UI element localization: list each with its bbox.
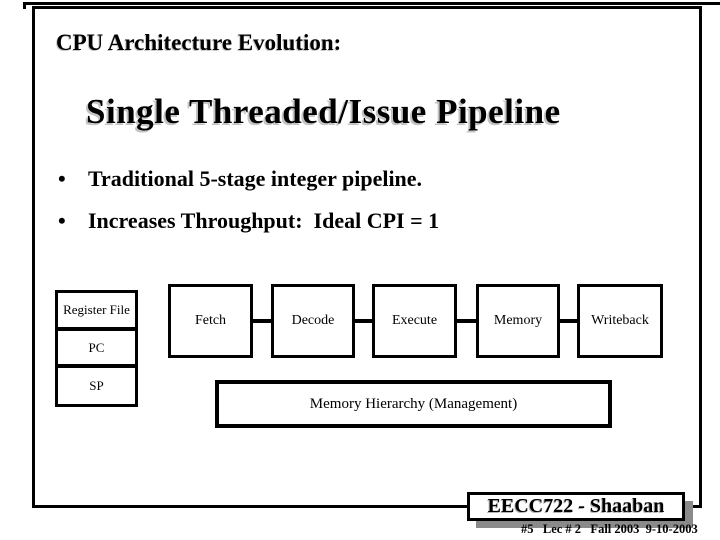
register-file-box: Register File [55,290,138,330]
page-title: Single Threaded/Issue Pipeline [86,92,561,131]
stage-box-execute: Execute [372,284,457,358]
bullet-list: • Traditional 5-stage integer pipeline. … [58,166,439,250]
stage-box-writeback: Writeback [577,284,663,358]
slide-header: CPU Architecture Evolution: [56,30,342,55]
memory-hierarchy-box: Memory Hierarchy (Management) [215,380,612,428]
stage-box-fetch: Fetch [168,284,253,358]
footer-course-box: EECC722 - Shaaban [467,492,685,521]
pipeline-connector [560,319,577,323]
pc-box: PC [55,328,138,367]
bullet-marker: • [58,166,66,191]
bullet-text: Increases Throughput: Ideal CPI = 1 [88,208,440,233]
outer-border-top-stub [23,2,26,9]
bullet-item: • Increases Throughput: Ideal CPI = 1 [58,208,439,250]
bullet-text: Traditional 5-stage integer pipeline. [88,166,423,191]
outer-border-top-line [23,2,720,5]
pipeline-connector [253,319,271,323]
bullet-item: • Traditional 5-stage integer pipeline. [58,166,439,208]
bullet-marker: • [58,208,66,233]
sp-box: SP [55,365,138,407]
pipeline-connector [457,319,476,323]
footer-meta: #5 Lec # 2 Fall 2003 9-10-2003 [521,522,698,536]
register-stack: Register File PC SP [55,290,138,407]
slide-frame [32,6,702,508]
pipeline-connector [355,319,372,323]
stage-box-decode: Decode [271,284,355,358]
stage-box-memory: Memory [476,284,560,358]
